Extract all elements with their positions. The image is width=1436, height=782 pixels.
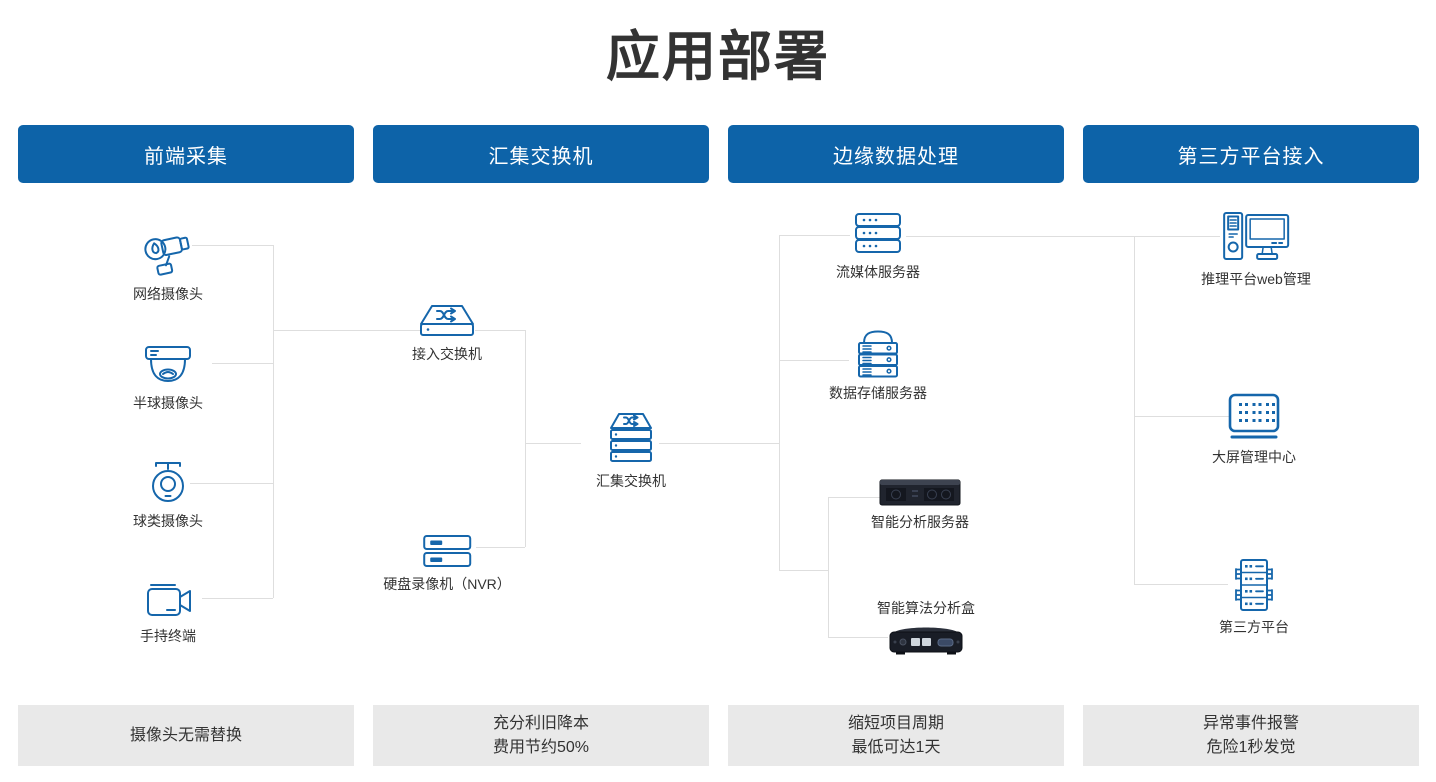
node-analysis-box: 智能算法分析盒 bbox=[877, 598, 975, 656]
node-label: 第三方平台 bbox=[1219, 619, 1289, 635]
connector-line bbox=[202, 598, 273, 599]
led-screen-icon bbox=[1226, 392, 1282, 442]
page-title: 应用部署 bbox=[606, 27, 830, 87]
connector-line bbox=[273, 245, 274, 598]
connector-line bbox=[828, 637, 888, 638]
connector-line bbox=[190, 483, 273, 484]
connector-line bbox=[273, 330, 420, 331]
nvr-icon bbox=[421, 533, 473, 569]
node-label: 智能算法分析盒 bbox=[877, 600, 975, 616]
node-handheld-terminal: 手持终端 bbox=[140, 581, 196, 646]
footer-line: 危险1秒发觉 bbox=[1206, 738, 1296, 756]
connector-line bbox=[1134, 584, 1228, 585]
node-network-camera: 网络摄像头 bbox=[133, 231, 203, 304]
node-label: 大屏管理中心 bbox=[1212, 449, 1296, 465]
node-access-switch: 接入交换机 bbox=[412, 303, 482, 364]
footer-line: 摄像头无需替换 bbox=[129, 726, 242, 744]
node-dome-camera: 半球摄像头 bbox=[133, 344, 203, 413]
connector-line bbox=[779, 570, 828, 571]
connector-line bbox=[828, 497, 829, 637]
dome-camera-icon bbox=[140, 344, 196, 388]
node-web-management: 推理平台web管理 bbox=[1201, 210, 1311, 289]
video-camera-icon bbox=[141, 581, 195, 621]
node-label: 智能分析服务器 bbox=[871, 514, 969, 530]
node-label: 数据存储服务器 bbox=[829, 385, 927, 401]
node-label: 推理平台web管理 bbox=[1201, 271, 1311, 287]
connector-line bbox=[779, 235, 850, 236]
node-storage-server: 数据存储服务器 bbox=[829, 328, 927, 403]
footer-line: 异常事件报警 bbox=[1202, 714, 1299, 732]
bullet-camera-icon bbox=[140, 231, 196, 279]
node-label: 接入交换机 bbox=[412, 346, 482, 362]
connector-line bbox=[212, 363, 273, 364]
node-nvr: 硬盘录像机（NVR） bbox=[383, 533, 511, 594]
node-label: 流媒体服务器 bbox=[836, 264, 920, 280]
connector-line bbox=[779, 235, 780, 570]
node-analysis-server: 智能分析服务器 bbox=[871, 478, 969, 532]
node-label: 球类摄像头 bbox=[133, 513, 203, 529]
header-aggregation-switch: 汇集交换机 bbox=[373, 125, 709, 183]
header-front-end-collection: 前端采集 bbox=[18, 125, 354, 183]
footer-line: 缩短项目周期 bbox=[847, 714, 944, 732]
node-streaming-server: 流媒体服务器 bbox=[836, 211, 920, 282]
connector-line bbox=[659, 443, 779, 444]
footer-line: 费用节约50% bbox=[492, 738, 590, 756]
footer-line: 最低可达1天 bbox=[851, 738, 941, 756]
storage-server-icon bbox=[851, 328, 905, 378]
node-third-party: 第三方平台 bbox=[1219, 558, 1289, 637]
footer-benefit-3: 缩短项目周期 最低可达1天 bbox=[728, 705, 1064, 766]
platform-rack-icon bbox=[1226, 558, 1282, 612]
connector-line bbox=[828, 497, 880, 498]
connector-line bbox=[525, 330, 526, 547]
ai-box-photo bbox=[886, 624, 966, 656]
server-stack-icon bbox=[852, 211, 904, 257]
header-edge-data-processing: 边缘数据处理 bbox=[728, 125, 1064, 183]
desktop-computer-icon bbox=[1221, 210, 1291, 264]
node-label: 手持终端 bbox=[140, 628, 196, 644]
node-label: 半球摄像头 bbox=[133, 395, 203, 411]
connector-line bbox=[192, 245, 273, 246]
node-aggregation-switch: 汇集交换机 bbox=[596, 412, 666, 491]
ptz-camera-icon bbox=[144, 458, 192, 506]
switch-icon bbox=[415, 303, 479, 339]
stacked-switch-icon bbox=[599, 412, 663, 466]
connector-line bbox=[1134, 236, 1135, 584]
node-label: 网络摄像头 bbox=[133, 286, 203, 302]
footer-benefit-1: 摄像头无需替换 bbox=[18, 705, 354, 766]
footer-benefit-4: 异常事件报警 危险1秒发觉 bbox=[1083, 705, 1419, 766]
header-third-party-access: 第三方平台接入 bbox=[1083, 125, 1419, 183]
node-ptz-camera: 球类摄像头 bbox=[133, 458, 203, 531]
connector-line bbox=[525, 443, 581, 444]
connector-line bbox=[476, 547, 525, 548]
node-label: 汇集交换机 bbox=[596, 473, 666, 489]
connector-line bbox=[1134, 416, 1230, 417]
rack-server-photo bbox=[879, 478, 961, 507]
footer-line: 充分利旧降本 bbox=[492, 714, 589, 732]
connector-line bbox=[906, 236, 1220, 237]
connector-line bbox=[475, 330, 525, 331]
node-label: 硬盘录像机（NVR） bbox=[383, 576, 511, 592]
footer-benefit-2: 充分利旧降本 费用节约50% bbox=[373, 705, 709, 766]
node-big-screen: 大屏管理中心 bbox=[1212, 392, 1296, 467]
connector-line bbox=[779, 360, 849, 361]
